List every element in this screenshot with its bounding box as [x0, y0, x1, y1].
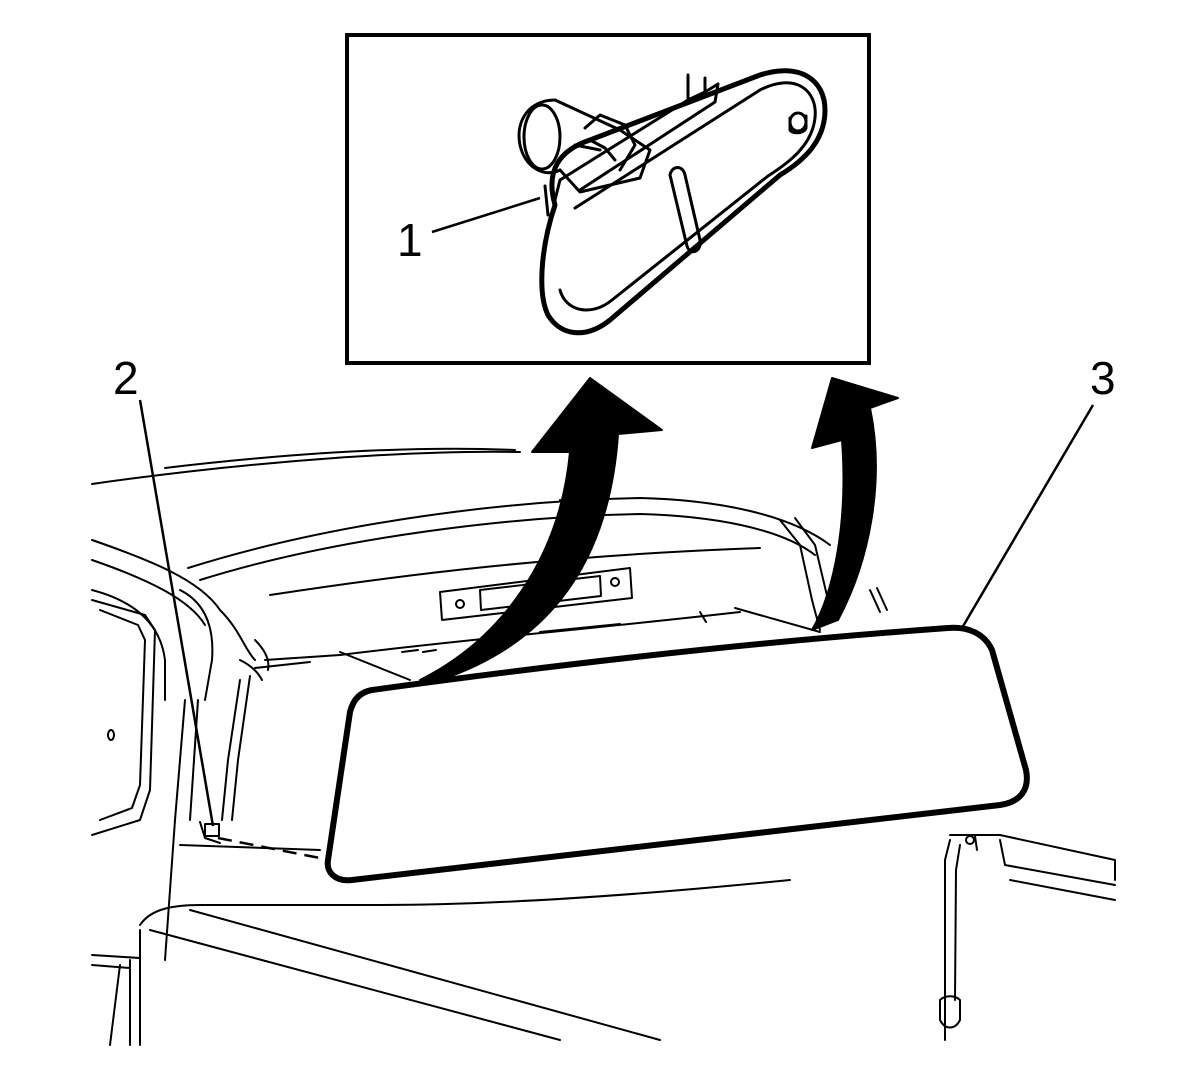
callout-2: 2: [113, 352, 139, 404]
alignment-dashed-line: [217, 836, 331, 862]
rearview-mirror: [324, 624, 1030, 884]
callout-1: 1: [397, 214, 423, 266]
detail-inset: [345, 33, 871, 365]
removal-arrow-left-icon: [419, 377, 663, 681]
mirror-mount-bracket-drawing: [517, 68, 828, 336]
leader-line-1: [431, 196, 541, 234]
removal-arrow-right-icon: [811, 377, 899, 631]
callout-3: 3: [1090, 352, 1116, 404]
leader-line-2: [138, 399, 215, 827]
leader-line-3: [960, 404, 1095, 629]
